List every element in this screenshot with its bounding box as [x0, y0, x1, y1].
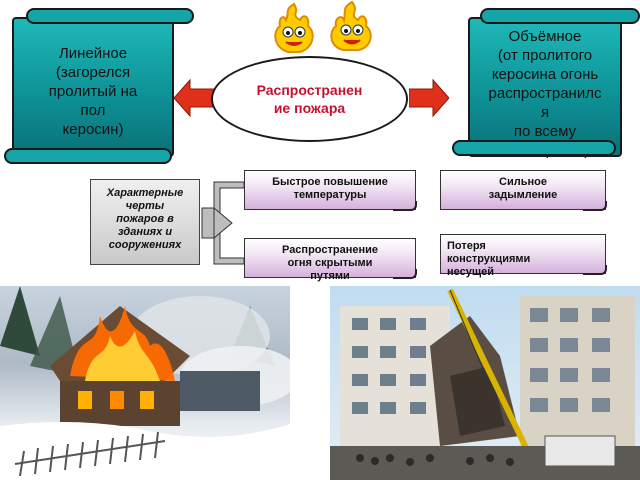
characteristics-line: зданиях и [117, 226, 173, 238]
characteristics-line: пожаров в [116, 213, 174, 225]
scroll-line: я [540, 103, 550, 121]
scroll-curl-decoration [480, 8, 640, 24]
scroll-line: Линейное [58, 44, 128, 62]
scroll-line: (от пролитого [497, 46, 593, 64]
scroll-curl-decoration [452, 140, 616, 156]
scroll-line: по всему [513, 122, 577, 140]
characteristics-line: Характерные [106, 187, 184, 199]
feature-line: Сильное [499, 176, 547, 188]
scroll-line: (загорелся [55, 63, 131, 81]
scroll-line: керосина огонь [491, 65, 599, 83]
characteristics-line: черты [125, 200, 165, 212]
feature-loss-of-load-bearing: Потеря конструкциями несущей [440, 234, 607, 278]
burning-house-photo [0, 286, 290, 480]
feature-line: Потеря [447, 240, 486, 252]
arrow-left-icon [174, 78, 214, 118]
feature-hidden-spread: Распространение огня скрытыми путями [244, 238, 417, 282]
bracket-arrow-icon [201, 181, 245, 265]
feature-line: конструкциями [447, 253, 531, 265]
scroll-line: пол [80, 101, 106, 119]
fire-mascot-icon [274, 2, 314, 53]
feature-line: несущей [447, 266, 495, 278]
collapsed-building-photo [330, 286, 640, 480]
feature-line: температуры [293, 189, 367, 201]
scroll-line: Объёмное [508, 27, 582, 45]
volumetric-fire-scroll: Объёмное (от пролитого керосина огонь ра… [468, 17, 622, 159]
feature-line: Быстрое повышение [272, 176, 388, 188]
center-line: Распространен [256, 82, 363, 98]
fire-mascot-icon [330, 0, 372, 51]
arrow-right-icon [409, 78, 449, 118]
center-line: ие пожара [273, 100, 346, 116]
scroll-curl-decoration [26, 8, 194, 24]
scroll-line: керосин) [62, 120, 124, 138]
feature-line: Распространение [282, 244, 378, 256]
linear-fire-scroll: Линейное (загорелся пролитый на пол керо… [12, 17, 174, 157]
characteristics-box: Характерные черты пожаров в зданиях и со… [90, 179, 200, 265]
feature-rapid-temperature: Быстрое повышение температуры [244, 170, 417, 211]
scroll-curl-decoration [4, 148, 172, 164]
feature-line: задымление [488, 189, 558, 201]
feature-line: путями [310, 270, 350, 282]
scroll-line: пролитый на [48, 82, 138, 100]
characteristics-line: сооружениях [108, 239, 182, 251]
feature-heavy-smoke: Сильное задымление [440, 170, 607, 211]
scroll-line: распространилс [488, 84, 602, 102]
feature-line: огня скрытыми [287, 257, 373, 269]
fire-spread-ellipse: Распространен ие пожара [211, 56, 408, 142]
